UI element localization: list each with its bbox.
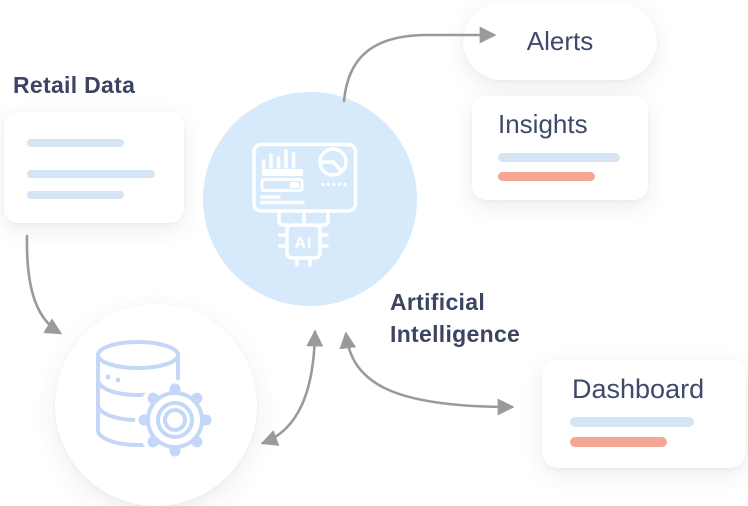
- dashboard-card: Dashboard: [542, 360, 746, 468]
- ai-dashboard-chip-icon: AI: [252, 142, 358, 267]
- retail-data-card: [4, 112, 184, 223]
- alerts-pill: Alerts: [463, 3, 657, 80]
- ai-circle: AI: [203, 92, 417, 306]
- ai-chip-label: AI: [295, 235, 313, 252]
- database-gear-icon: [96, 340, 215, 460]
- skeleton-line: [570, 417, 694, 427]
- dashboard-label: Dashboard: [572, 374, 705, 404]
- insights-card: Insights: [472, 96, 648, 200]
- skeleton-line: [27, 191, 124, 199]
- skeleton-line: [570, 437, 667, 447]
- retail-data-heading: Retail Data: [13, 72, 136, 98]
- data-processing-circle: [55, 304, 257, 506]
- skeleton-line: [27, 170, 155, 178]
- skeleton-line: [498, 172, 595, 181]
- alerts-label: Alerts: [526, 26, 594, 56]
- skeleton-line: [498, 153, 620, 162]
- arrow-processing-to-ai: [260, 329, 324, 446]
- artificial-intelligence-heading: Artificial Intelligence: [390, 286, 520, 350]
- artificial-intelligence-line1: Artificial: [390, 289, 486, 315]
- insights-label: Insights: [498, 109, 588, 139]
- artificial-intelligence-line2: Intelligence: [390, 321, 521, 347]
- arrow-retail-to-processing: [25, 234, 63, 335]
- skeleton-line: [27, 139, 124, 147]
